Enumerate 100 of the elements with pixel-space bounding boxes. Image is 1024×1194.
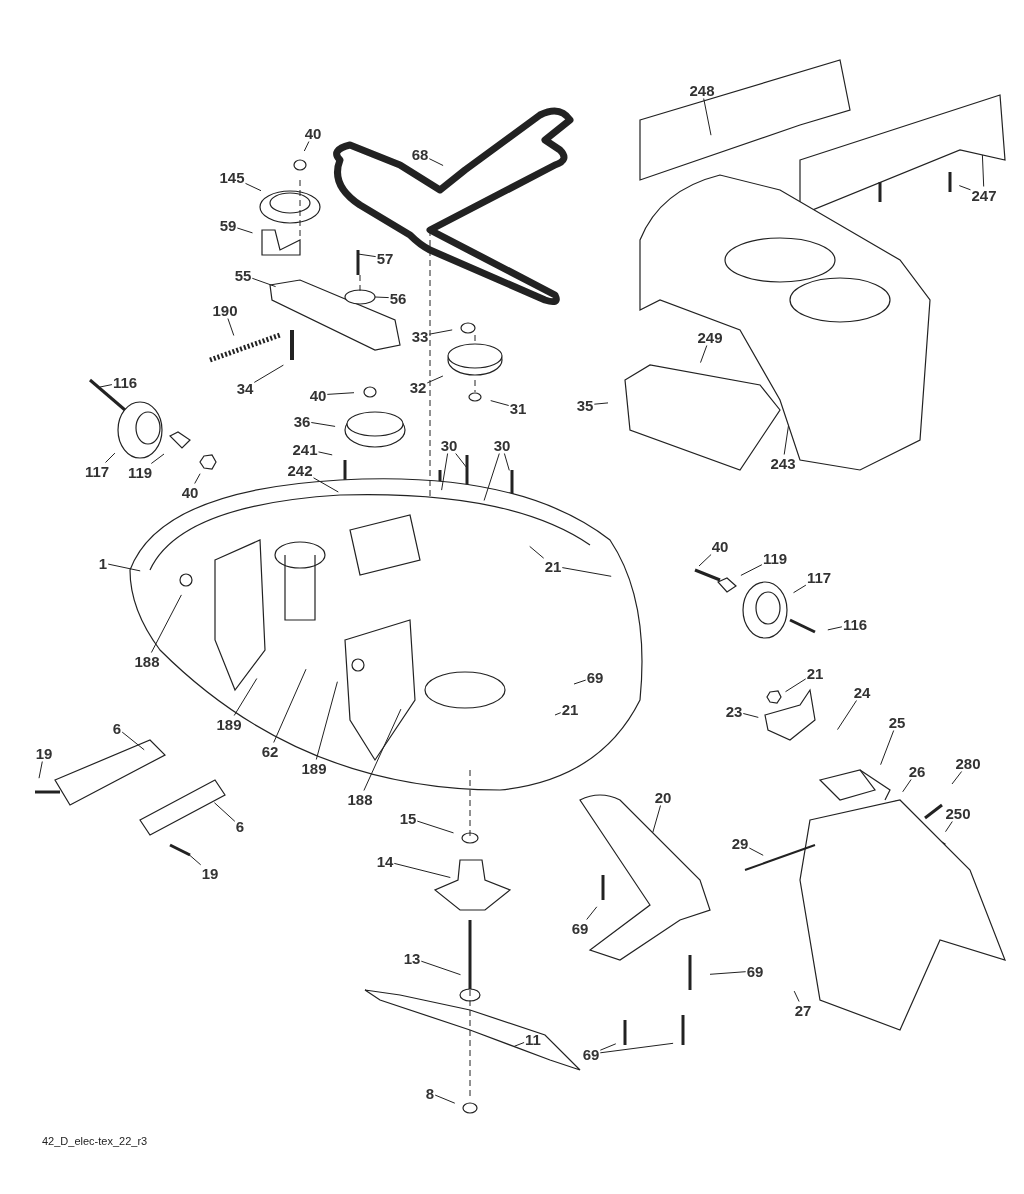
leader-line <box>503 453 510 471</box>
leader-line <box>793 584 807 594</box>
leader-line <box>599 1043 617 1051</box>
leader-line <box>554 712 562 716</box>
leader-line <box>374 296 390 299</box>
callout-number: 55 <box>234 267 252 283</box>
leader-line <box>315 681 338 760</box>
callout-number: 249 <box>697 329 723 345</box>
callout-number: 29 <box>731 835 749 851</box>
leader-line <box>703 98 712 136</box>
leader-line <box>213 802 236 822</box>
callout-number: 40 <box>181 484 199 500</box>
leader-line <box>599 1042 674 1054</box>
callout-number: 56 <box>389 290 407 306</box>
leader-line <box>981 154 985 187</box>
callout-number: 6 <box>235 818 245 834</box>
leader-line <box>652 805 661 833</box>
callout-number: 32 <box>409 379 427 395</box>
leader-line <box>150 594 182 653</box>
leader-line <box>902 779 912 793</box>
callout-number: 21 <box>561 701 579 717</box>
leader-line <box>105 452 116 463</box>
leader-line <box>253 364 284 383</box>
callout-number: 188 <box>347 791 373 807</box>
leader-line <box>958 185 971 191</box>
leader-line <box>455 453 468 469</box>
callout-number: 27 <box>794 1002 812 1018</box>
leader-line <box>318 451 333 456</box>
callout-number: 34 <box>236 380 254 396</box>
callout-number: 69 <box>586 669 604 685</box>
callout-number: 21 <box>806 665 824 681</box>
leader-line <box>441 453 449 491</box>
leader-line <box>313 477 339 493</box>
leader-line <box>483 453 500 501</box>
leader-line <box>363 708 402 791</box>
leader-line <box>573 679 587 685</box>
leader-line <box>785 678 807 693</box>
leader-line <box>326 392 355 395</box>
callout-number: 30 <box>493 437 511 453</box>
leader-line <box>698 554 712 567</box>
leader-line <box>513 1042 525 1047</box>
leader-line <box>357 253 377 258</box>
callout-number: 40 <box>309 387 327 403</box>
leader-line <box>434 1094 456 1104</box>
leader-line <box>393 862 451 878</box>
callout-number: 19 <box>201 865 219 881</box>
callout-number: 69 <box>571 920 589 936</box>
leader-line <box>420 960 461 976</box>
callout-number: 190 <box>212 302 238 318</box>
callout-number: 13 <box>403 950 421 966</box>
callout-number: 26 <box>908 763 926 779</box>
leader-line <box>428 158 444 166</box>
callout-number: 57 <box>376 250 394 266</box>
leader-line <box>951 771 963 785</box>
callout-number: 30 <box>440 437 458 453</box>
leader-line <box>561 567 612 577</box>
leader-line <box>310 422 336 427</box>
leader-line <box>121 731 145 751</box>
leader-line <box>107 563 141 572</box>
callout-number: 1 <box>98 555 108 571</box>
leader-line <box>245 182 262 192</box>
callout-number: 25 <box>888 714 906 730</box>
leader-line <box>593 402 609 405</box>
callout-number: 59 <box>219 217 237 233</box>
callout-number: 19 <box>35 745 53 761</box>
callout-number: 243 <box>770 455 796 471</box>
leader-line <box>99 384 113 388</box>
leader-line <box>233 678 258 716</box>
callout-number: 24 <box>853 684 871 700</box>
leader-line <box>837 700 857 731</box>
leader-line <box>185 851 202 866</box>
callout-number: 14 <box>376 853 394 869</box>
leader-line <box>709 971 747 975</box>
leader-line <box>529 545 545 559</box>
callout-number: 145 <box>219 169 245 185</box>
callout-number: 119 <box>762 550 788 566</box>
drawing-code: 42_D_elec-tex_22_r3 <box>42 1135 148 1147</box>
callout-number: 21 <box>544 558 562 574</box>
leader-line <box>236 227 253 234</box>
callout-number: 11 <box>525 1031 541 1047</box>
callout-number: 242 <box>287 462 313 478</box>
callout-number: 40 <box>304 125 322 141</box>
callout-number: 280 <box>955 755 981 771</box>
leader-line <box>303 141 310 152</box>
callout-number: 68 <box>411 146 429 162</box>
callout-number: 250 <box>945 805 971 821</box>
leader-line <box>251 277 277 288</box>
leader-line <box>827 626 843 631</box>
leader-line <box>700 345 708 364</box>
leader-line <box>586 906 598 920</box>
callout-number: 188 <box>134 653 160 669</box>
callout-number: 23 <box>725 703 743 719</box>
leader-line <box>490 400 510 406</box>
callout-number: 119 <box>127 464 153 480</box>
callout-number: 189 <box>216 716 242 732</box>
callout-number: 31 <box>509 400 527 416</box>
callout-number: 8 <box>425 1085 435 1101</box>
callout-number: 20 <box>654 789 672 805</box>
leader-line <box>428 329 453 335</box>
callout-number: 6 <box>112 720 122 736</box>
